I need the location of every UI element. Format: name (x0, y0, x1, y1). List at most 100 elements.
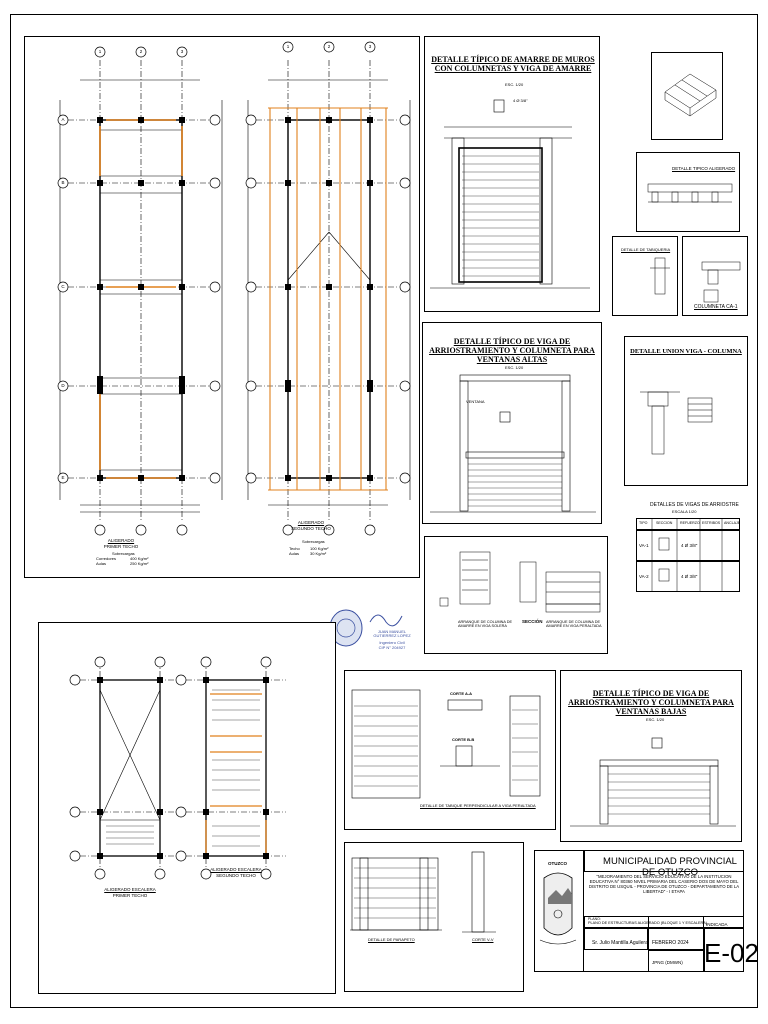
stair-plan-title-1a: ALIGERADO ESCALERA (104, 887, 156, 892)
vigas-table-title: DETALLES DE VIGAS DE ARRIOSTRE (650, 502, 739, 508)
columneta-frame (682, 236, 748, 316)
detail-alta-title: DETALLE TÍPICO DE VIGA DE ARRIOSTRAMIENT… (429, 337, 595, 364)
load-value-1b: 250 Kg/m² (130, 561, 149, 566)
loads-label-1: Sobrecargas (112, 551, 135, 556)
load-name-1a: Corredores (96, 556, 117, 561)
plan-subtitle-1: PRIMER TECHO (103, 544, 139, 549)
vigas-table-row-2 (636, 561, 740, 592)
columneta-label: COLUMNETA CA-1 (694, 304, 738, 310)
detail-amarre-frame (424, 36, 600, 312)
axis-label-1: 1 (98, 49, 102, 54)
vigas-table-scale: ESCALA 1/20 (672, 509, 697, 514)
plano-value: PLANO DE ESTRUCTURAS ALIGERADO (BLOQUE 1… (588, 921, 708, 925)
entity-name: MUNICIPALIDAD PROVINCIAL DE OTUZCO (603, 856, 737, 878)
axis-label-E: E (61, 475, 65, 480)
union-frame (624, 336, 748, 486)
seccion-label: SECCIÓN (522, 619, 543, 624)
plan-title-2: ALIGERADO (297, 520, 325, 525)
plan-frame-bottom (38, 622, 336, 994)
detail-alta-frame (422, 322, 602, 524)
load-value-2b: 30 Kg/m² (310, 551, 327, 556)
vigas-header-estribos: ESTRIBOS (702, 521, 721, 525)
vigas-row1-refuerzo: 4 Ø 3/8" (681, 543, 698, 548)
axis-label-2: 2 (139, 49, 143, 54)
signature-name: JUAN MANUEL GUTIERREZ LOPEZ (373, 629, 411, 639)
vigas-header-tipo: TIPO (639, 521, 648, 525)
vigas-table-header-row (636, 518, 740, 530)
tabiqueria-frame (612, 236, 678, 316)
project-description: "MEJORAMIENTO DEL SERVICIO EDUCATIVO DE … (588, 874, 740, 895)
dibujo-value: JPNG (DMWN) (652, 960, 683, 965)
stair-plan-title-2b: SEGUNDO TECHO (216, 873, 256, 878)
tabiqueria-title: DETALLE DE TABIQUERIA (621, 247, 671, 252)
logo-text: OTUZCO (548, 861, 567, 866)
load-value-1a: 400 Kg/m² (130, 556, 149, 561)
stair-plan-title-2a: ALIGERADO ESCALERA (210, 867, 262, 872)
load-value-2a: 100 Kg/m² (310, 546, 329, 551)
arranque-frame (424, 536, 608, 654)
iso-detail-frame (651, 52, 723, 140)
load-name-2a: Techo (289, 546, 300, 551)
aligerado-detail-title: DETALLE TIPICO ALIGERADO (672, 166, 736, 171)
escala-value: INDICADA (706, 922, 728, 927)
vigas-header-refuerzo: REFUERZO (680, 521, 700, 525)
lamina-cell (704, 928, 744, 972)
vigas-row2-tipo: VA-2 (639, 574, 649, 579)
tabique-frame (344, 670, 556, 830)
loads-label-2: Sobrecargas (302, 539, 325, 544)
plano-label: PLANO: (588, 917, 601, 921)
proyectista-value: Sr. Julio Mantilla Aguilera (592, 940, 648, 946)
detail-amarre-rebar: 4 Ø 3/8" (513, 98, 528, 103)
fecha-value: FEBRERO 2024 (652, 940, 689, 946)
signature-cip: CIP N° 204927 (378, 645, 406, 650)
parapeto-frame (344, 842, 524, 992)
fecha-cell (648, 928, 704, 950)
arranque-label-1: ARRANQUE DE COLUMNA DE AMARRE EN VIGA SO… (458, 620, 513, 629)
load-name-2b: Aulas (289, 551, 300, 556)
union-title: DETALLE UNION VIGA - COLUMNA (630, 348, 742, 355)
signature-role: Ingeniero Civil (379, 640, 405, 645)
detail-baja-scale: ESC. 1/20 (646, 717, 665, 722)
detail-alta-window: VENTANA (466, 399, 485, 404)
escala-cell (648, 916, 704, 928)
vigas-row1-tipo: VA-1 (639, 543, 649, 548)
vigas-row2-refuerzo: 4 Ø 3/8" (681, 574, 698, 579)
plan-subtitle-2: SEGUNDO TECHO (291, 526, 331, 531)
load-name-1b: Aulas (96, 561, 107, 566)
vigas-header-seccion: SECCION (656, 521, 673, 525)
axis-label-A: A (61, 117, 65, 122)
axis-label-D: D (61, 383, 65, 388)
title-block-logo-cell (534, 850, 584, 972)
detail-baja-frame (560, 670, 742, 842)
detail-amarre-scale: ESC. 1/20 (505, 82, 524, 87)
dibujo-cell (648, 950, 704, 972)
vigas-table-row-1 (636, 530, 740, 561)
plan-title-1: ALIGERADO (107, 538, 135, 543)
arranque-label-2: ARRANQUE DE COLUMNA DE AMARRE EN VIGA PE… (546, 620, 602, 629)
corte-vv-label: CORTE V-V (472, 937, 494, 942)
axis-label-B: B (61, 180, 65, 185)
detail-amarre-title: DETALLE TÍPICO DE AMARRE DE MUROS CON CO… (431, 55, 595, 73)
stair-plan-title-1b: PRIMER TECHO (112, 893, 148, 898)
axis-label-3-r: 3 (368, 44, 372, 49)
proyectista-cell (584, 928, 648, 950)
axis-label-C: C (61, 284, 65, 289)
drawing-sheet (10, 14, 758, 1008)
vigas-header-anclaje: ANCLAJE (724, 521, 741, 525)
tabique-label: DETALLE DE TABIQUE PERPENDICULAR A VIGA … (420, 803, 536, 808)
axis-label-3: 3 (180, 49, 184, 54)
sheet-number: E-02 (704, 938, 759, 968)
